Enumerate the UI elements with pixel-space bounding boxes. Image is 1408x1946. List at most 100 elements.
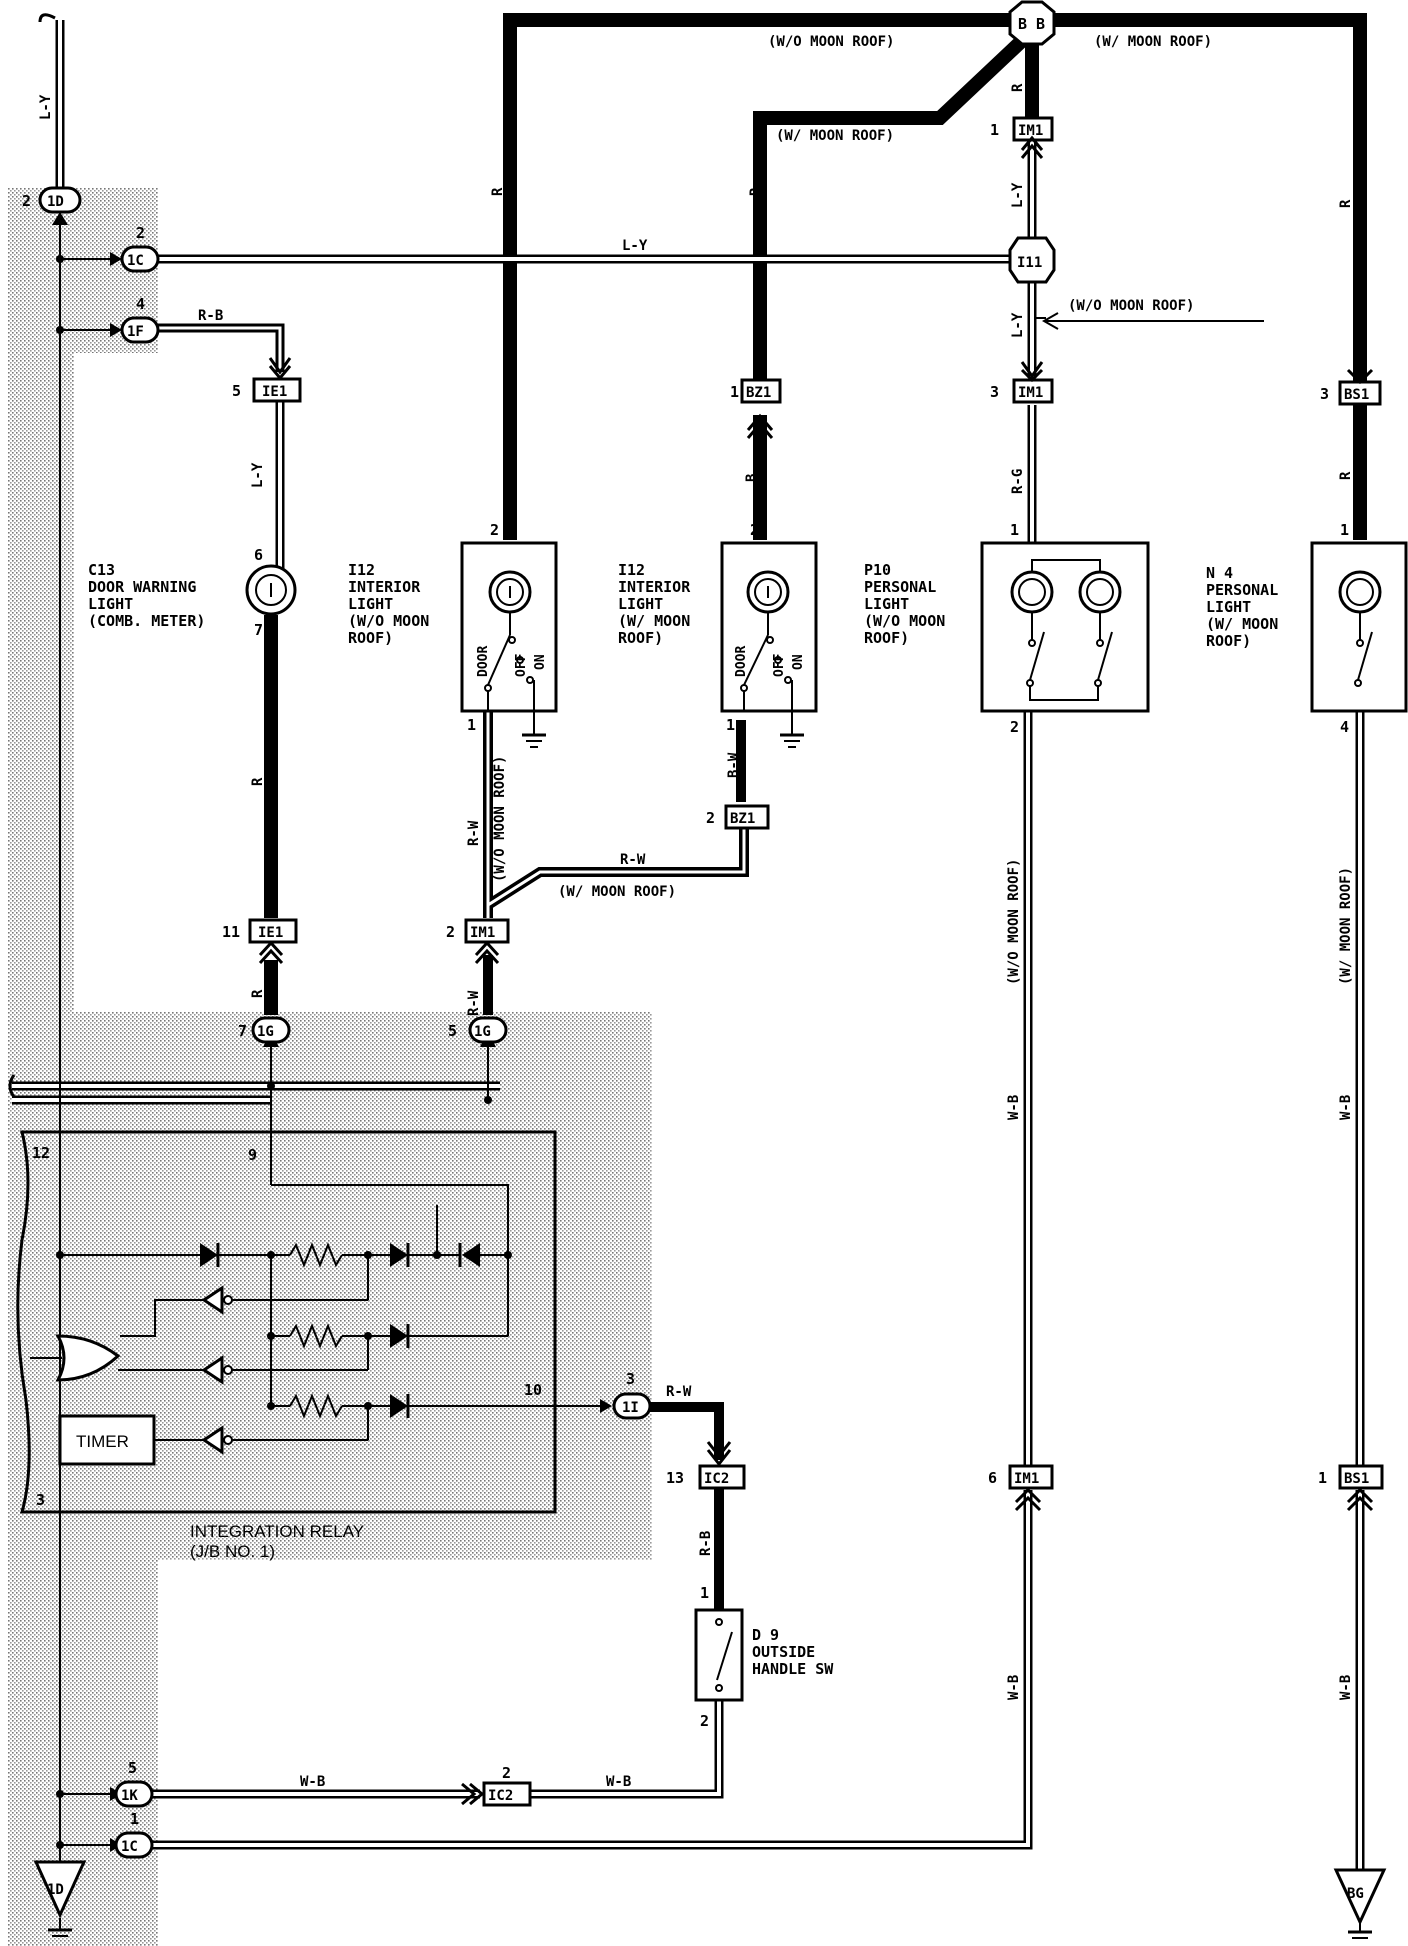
switch-label-off: OFF	[772, 653, 787, 677]
connector-label-1g-left: 1G	[257, 1024, 274, 1040]
component-line: LIGHT	[618, 595, 663, 613]
connector-label-1d-ground: 1D	[47, 1882, 64, 1898]
pin-number: 11	[222, 923, 240, 941]
note-w-moon-roof: (W/ MOON ROOF)	[1094, 34, 1212, 50]
connector-label-i11: I11	[1017, 255, 1042, 271]
pin-number: 2	[136, 224, 145, 242]
pin-number: 6	[988, 1469, 997, 1487]
note-wo-moon-roof: (W/O MOON ROOF)	[492, 756, 508, 882]
component-name: PERSONAL	[1206, 581, 1278, 599]
integration-relay	[16, 1130, 612, 1514]
wire-label: W-B	[1006, 1675, 1022, 1700]
component-line: (W/O MOON	[864, 612, 945, 630]
wire-label: R	[250, 989, 266, 998]
connector-label-im1-left: IM1	[470, 925, 495, 941]
component-name: PERSONAL	[864, 578, 936, 596]
pin-number: 2	[700, 1712, 709, 1730]
wire-label: R-G	[1010, 469, 1026, 494]
component-line: LIGHT	[348, 595, 393, 613]
connector-label-im1-mid: IM1	[1018, 385, 1043, 401]
pin-number: 2	[446, 923, 455, 941]
connector-arrows	[258, 135, 1374, 1806]
wire-label: W-B	[606, 1774, 631, 1790]
junction-block-shading	[8, 188, 652, 1946]
wire-label: W-B	[1006, 1095, 1022, 1120]
component-line: ROOF)	[618, 629, 663, 647]
note-w-moon-roof: (W/ MOON ROOF)	[558, 884, 676, 900]
component-name: DOOR WARNING	[88, 578, 196, 596]
note-w-moon-roof: (W/ MOON ROOF)	[1338, 867, 1354, 985]
label-p10: P10 PERSONAL LIGHT (W/O MOON ROOF)	[864, 561, 945, 647]
connector-label-ie1-top: IE1	[262, 384, 287, 400]
personal-light-n4	[1310, 541, 1408, 713]
integration-relay-label: INTEGRATION RELAY	[190, 1522, 364, 1541]
pin-number: 1	[467, 716, 476, 734]
switch-label-on: ON	[533, 654, 548, 670]
connector-label-1f: 1F	[127, 324, 144, 340]
component-code: P10	[864, 561, 891, 579]
connector-label-1g-right: 1G	[474, 1024, 491, 1040]
pin-number: 3	[626, 1370, 635, 1388]
pin-number: 9	[248, 1146, 257, 1164]
door-warning-light-c13	[245, 564, 297, 616]
note-wo-moon-roof: (W/O MOON ROOF)	[768, 34, 894, 50]
component-line: HANDLE SW	[752, 1660, 834, 1678]
label-i12-wo: I12 INTERIOR LIGHT (W/O MOON ROOF)	[348, 561, 429, 647]
wire-label: B-W	[726, 752, 742, 778]
pin-number: 5	[232, 382, 241, 400]
pin-number: 6	[254, 546, 263, 564]
outside-handle-switch-d9	[694, 1608, 744, 1702]
timer-label: TIMER	[76, 1432, 129, 1451]
component-line: ROOF)	[1206, 632, 1251, 650]
component-line: ROOF)	[864, 629, 909, 647]
pin-number: 2	[502, 1764, 511, 1782]
interior-light-i12-wo	[460, 541, 558, 748]
component-name: OUTSIDE	[752, 1643, 815, 1661]
component-name: INTERIOR	[348, 578, 421, 596]
component-code: D 9	[752, 1626, 779, 1644]
connector-label-bs1-top: BS1	[1344, 387, 1369, 403]
wire-label: R	[1010, 83, 1026, 92]
pin-number: 7	[254, 621, 263, 639]
pin-number: 7	[238, 1022, 247, 1040]
note-w-moon-roof: (W/ MOON ROOF)	[776, 128, 894, 144]
wire-label: R-W	[620, 852, 646, 868]
wire-label: R	[1338, 199, 1354, 208]
pin-number: 3	[36, 1491, 45, 1509]
switch-label-door: DOOR	[476, 646, 491, 677]
wire-label: R	[490, 187, 506, 196]
pin-number: 12	[32, 1144, 50, 1162]
label-n4: N 4 PERSONAL LIGHT (W/ MOON ROOF)	[1206, 564, 1278, 650]
pin-number: 1	[700, 1584, 709, 1602]
pin-number: 1	[130, 1810, 139, 1828]
pin-number: 1	[1010, 521, 1019, 539]
pin-number: 5	[128, 1759, 137, 1777]
wire-label: R-B	[698, 1531, 714, 1556]
wire-label: W-B	[300, 1774, 325, 1790]
wire-label: W-B	[1338, 1675, 1354, 1700]
switch-label-on: ON	[791, 654, 806, 670]
component-code: I12	[348, 561, 375, 579]
interior-light-i12-w	[720, 541, 818, 748]
connector-label-bb: B B	[1018, 15, 1045, 33]
component-name: INTERIOR	[618, 578, 691, 596]
connector-label-bs1-bottom: BS1	[1344, 1471, 1369, 1487]
component-line: LIGHT	[88, 595, 133, 613]
pin-number: 1	[730, 383, 739, 401]
component-line: ROOF)	[348, 629, 393, 647]
connector-label-1c-top: 1C	[127, 253, 144, 269]
wire-label: L-Y	[250, 462, 266, 488]
connector-label-im1-bottom: IM1	[1014, 1471, 1039, 1487]
pin-number: 2	[1010, 718, 1019, 736]
pin-number: 5	[448, 1022, 457, 1040]
pin-number: 2	[490, 521, 499, 539]
wire-label: R-B	[198, 308, 223, 324]
connector-label-1c-bottom: 1C	[121, 1839, 138, 1855]
personal-light-p10	[980, 541, 1150, 713]
component-code: I12	[618, 561, 645, 579]
component-line: (W/O MOON	[348, 612, 429, 630]
pin-number: 1	[726, 716, 735, 734]
pin-number: 10	[524, 1381, 542, 1399]
pin-number: 1	[1340, 521, 1349, 539]
